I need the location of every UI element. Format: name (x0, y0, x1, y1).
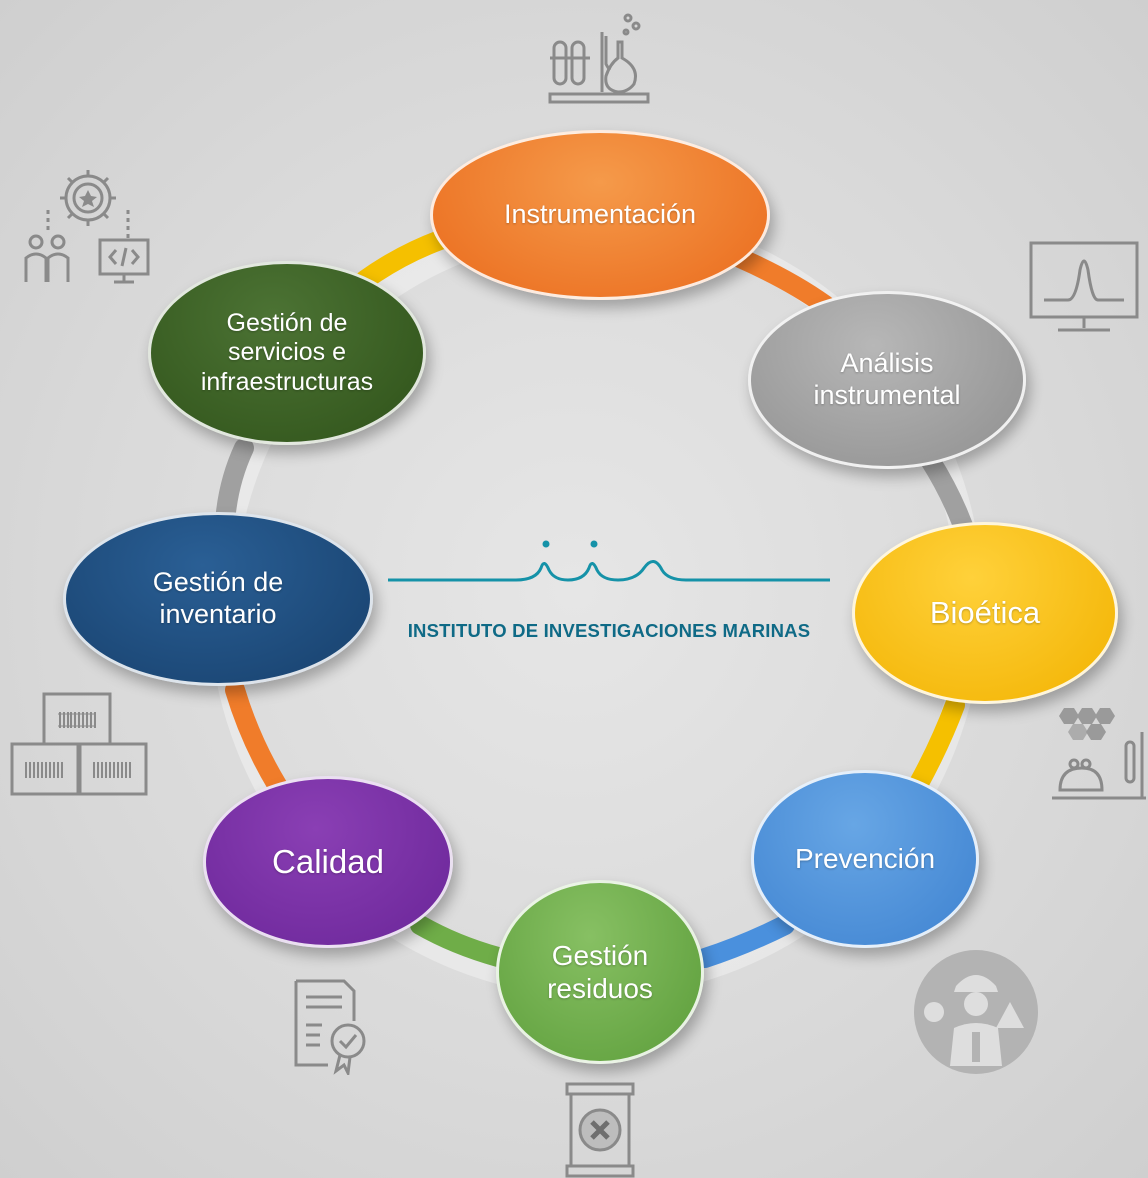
node-bioetica-label: Bioética (929, 594, 1041, 630)
inventory-boxes-icon (10, 692, 148, 796)
node-gestion-inventario: Gestión de inventario (63, 512, 373, 686)
certificate-icon (294, 979, 366, 1075)
node-instrumentacion: Instrumentación (430, 130, 770, 300)
node-calidad-label: Calidad (272, 842, 384, 880)
bioethics-lab-icon (1052, 708, 1146, 800)
node-analisis-label: Análisis instrumental (813, 348, 961, 410)
node-gestion-servicios-label: Gestión de servicios e infraestructuras (200, 308, 374, 396)
ring-segment-residuos-calidad (410, 915, 508, 967)
node-gestion-residuos: Gestión residuos (496, 880, 704, 1064)
chromatogram-monitor-icon (1029, 241, 1139, 332)
node-instrumentacion-label: Instrumentación (503, 199, 697, 230)
worker-safety-icon (914, 950, 1038, 1074)
node-gestion-servicios: Gestión de servicios e infraestructuras (148, 261, 426, 445)
node-analisis-instrumental: Análisis instrumental (748, 291, 1026, 469)
institute-logo: INSTITUTO DE INVESTIGACIONES MARINAS (386, 530, 832, 650)
services-gear-people-icon (24, 170, 150, 284)
ring-segment-servicios-instr (355, 230, 450, 290)
node-gestion-inventario-label: Gestión de inventario (152, 567, 284, 629)
ring-segment-bioetica-prevencion (908, 695, 965, 795)
ring-segment-prevencion-residuos (695, 915, 795, 968)
node-prevencion-label: Prevención (794, 843, 936, 875)
node-gestion-residuos-label: Gestión residuos (547, 939, 653, 1004)
waste-barrel-icon (565, 1082, 635, 1178)
ring-segment-instr-analisis (730, 248, 835, 315)
node-calidad: Calidad (203, 776, 453, 948)
logo-wave-icon (388, 540, 830, 582)
node-prevencion: Prevención (751, 770, 979, 948)
lab-flasks-icon (548, 13, 650, 104)
ring-segment-calidad-inventario (225, 680, 287, 795)
ring-segment-inventario-servicios (216, 438, 254, 522)
node-bioetica: Bioética (852, 522, 1118, 704)
institute-name: INSTITUTO DE INVESTIGACIONES MARINAS (407, 620, 811, 641)
